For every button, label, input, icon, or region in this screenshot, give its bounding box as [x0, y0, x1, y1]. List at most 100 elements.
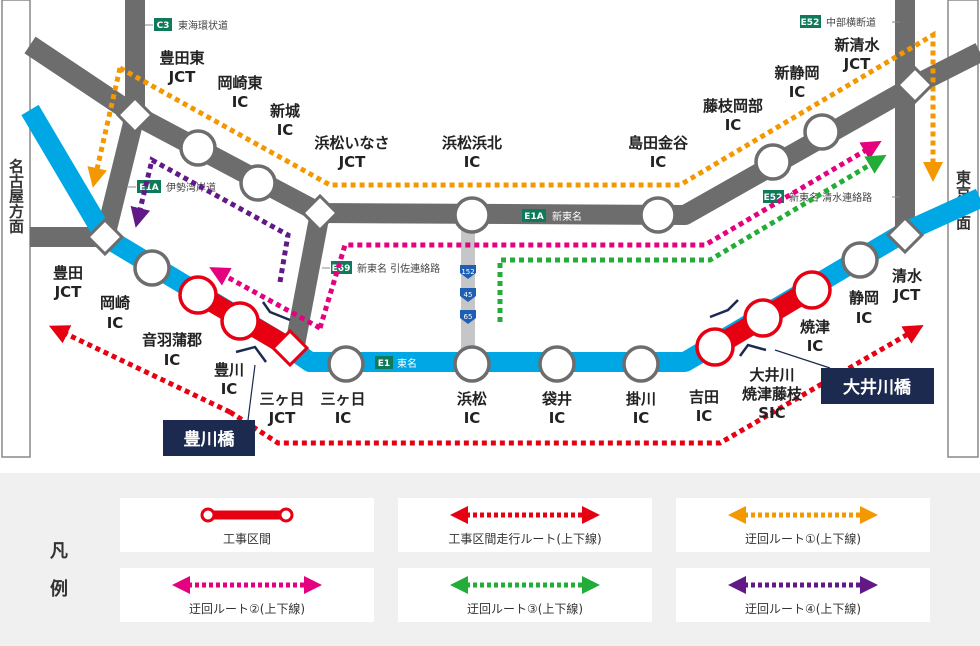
toyokawa-ic-marker: [220, 301, 260, 341]
ise-wangan-label: 伊勢湾岸道: [166, 181, 216, 194]
oigawa-bridge-box: [821, 368, 934, 404]
svg-text:焼津藤枝: 焼津藤枝: [742, 385, 803, 403]
okazaki-higashi-ic-marker: [179, 129, 217, 167]
svg-text:E1: E1: [378, 359, 390, 369]
fujieda-ic-marker: [754, 143, 792, 181]
green-arrow-symbol: [450, 576, 600, 594]
svg-text:E1A: E1A: [139, 183, 158, 193]
svg-text:IC: IC: [464, 409, 481, 427]
svg-text:JCT: JCT: [338, 153, 367, 171]
hamamatsu-label: 浜松: [457, 390, 487, 408]
nagoya-direction-box: [1, 0, 31, 458]
svg-text:JCT: JCT: [843, 55, 872, 73]
okazaki-ic-marker: [133, 249, 171, 287]
detour-route-2: [317, 140, 882, 329]
toyota-higashi-jct-marker: [115, 95, 155, 135]
oigawa-bridge-label: 大井川橋: [843, 377, 912, 398]
svg-text:IC: IC: [335, 409, 352, 427]
legend-construction-route: 工事区間走行ルート(上下線): [398, 498, 652, 552]
kakegawa-ic-marker: [622, 345, 660, 383]
yoshida-label: 吉田: [689, 388, 719, 406]
e1-tomei: [21, 104, 980, 372]
svg-text:IC: IC: [164, 351, 181, 369]
orange-arrow-symbol: [728, 506, 878, 524]
svg-text:IC: IC: [696, 407, 713, 425]
shinshizuoka-ic-marker: [803, 113, 841, 151]
shin-tomei-label: 新東名: [552, 210, 582, 223]
svg-text:JCT: JCT: [168, 68, 197, 86]
tomei-label: 東名: [397, 357, 417, 370]
legend-construction-section: 工事区間: [120, 498, 374, 552]
toyokawa-bridge-label: 豊川橋: [184, 429, 236, 450]
construction-section-symbol: [200, 507, 294, 523]
svg-text:E1A: E1A: [524, 212, 543, 222]
svg-text:E69: E69: [332, 264, 351, 274]
shimizu-renraku-label: 新東名 清水連絡路: [789, 191, 872, 204]
svg-text:45: 45: [464, 291, 473, 299]
okazaki-higashi-label: 岡崎東: [217, 74, 262, 92]
inasa-label: 浜松いなさ: [314, 134, 389, 152]
construction-driving-route: [48, 325, 232, 415]
svg-text:IC: IC: [221, 380, 238, 398]
e69-label: 新東名 引佐連絡路: [357, 262, 440, 275]
legend-detour-2: 迂回ルート②(上下線): [120, 568, 374, 622]
svg-text:JCT: JCT: [54, 283, 83, 301]
svg-text:E52: E52: [801, 18, 820, 28]
hamakita-ic-marker: [453, 196, 491, 234]
svg-text:JCT: JCT: [268, 409, 297, 427]
shizuoka-ic-marker: [841, 241, 879, 279]
detour-route-1: [118, 30, 943, 188]
red-arrow-symbol: [450, 506, 600, 524]
svg-text:IC: IC: [807, 337, 824, 355]
mikkabi-jct-marker: [270, 328, 310, 368]
detour-route-3: [497, 154, 887, 322]
svg-text:IC: IC: [464, 153, 481, 171]
toyota-label: 豊田: [53, 264, 83, 282]
okazaki-label: 岡崎: [100, 294, 130, 312]
yaizu-label: 焼津: [800, 318, 830, 336]
chubu-odan-label: 中部横断道: [826, 16, 876, 29]
svg-text:IC: IC: [789, 83, 806, 101]
yoshida-ic-marker: [695, 327, 735, 367]
hamamatsu-ic-marker: [453, 345, 491, 383]
fujieda-label: 藤枝岡部: [703, 97, 763, 115]
shizuoka-label: 静岡: [849, 289, 879, 307]
toyota-higashi-label: 豊田東: [159, 49, 204, 67]
toyokawa-bridge-box: [163, 420, 255, 456]
svg-text:IC: IC: [107, 314, 124, 332]
shimizu-label: 清水: [892, 267, 923, 285]
svg-text:C3: C3: [157, 21, 170, 31]
shinshiro-ic-marker: [239, 164, 277, 202]
otowa-label: 音羽蒲郡: [142, 331, 202, 349]
svg-text:152: 152: [461, 268, 474, 276]
svg-text:IC: IC: [549, 409, 566, 427]
hamakita-label: 浜松浜北: [442, 134, 502, 152]
mikkabi-ic-label: 三ヶ日: [320, 390, 365, 408]
c3-road-label: 東海環状道: [178, 19, 228, 32]
yaizu-ic-marker: [792, 270, 832, 310]
svg-text:IC: IC: [277, 121, 294, 139]
shimada-ic-marker: [639, 196, 677, 234]
nagoya-direction-label: 名古屋方面: [7, 158, 25, 235]
legend-detour-1: 迂回ルート①(上下線): [676, 498, 930, 552]
svg-text:E52: E52: [764, 193, 783, 203]
legend-title: 凡 例: [50, 541, 68, 600]
shimizu-jct-marker: [885, 215, 925, 255]
shinshimizu-jct-marker: [895, 65, 935, 105]
svg-text:IC: IC: [856, 309, 873, 327]
svg-text:65: 65: [464, 313, 473, 321]
kakegawa-label: 掛川: [626, 390, 656, 408]
pink-arrow-symbol: [172, 576, 322, 594]
purple-arrow-symbol: [728, 576, 878, 594]
legend-detour-4: 迂回ルート④(上下線): [676, 568, 930, 622]
national-route-shields: 152 45 65: [460, 265, 476, 324]
svg-text:JCT: JCT: [893, 286, 922, 304]
shinshiro-label: 新城: [270, 102, 300, 120]
svg-text:SIC: SIC: [758, 404, 785, 422]
inasa-jct-marker: [300, 193, 340, 233]
fukuroi-label: 袋井: [541, 390, 572, 408]
svg-text:IC: IC: [232, 93, 249, 111]
oigawa-label: 大井川: [749, 366, 794, 384]
svg-text:IC: IC: [633, 409, 650, 427]
shinshimizu-label: 新清水: [834, 36, 880, 54]
